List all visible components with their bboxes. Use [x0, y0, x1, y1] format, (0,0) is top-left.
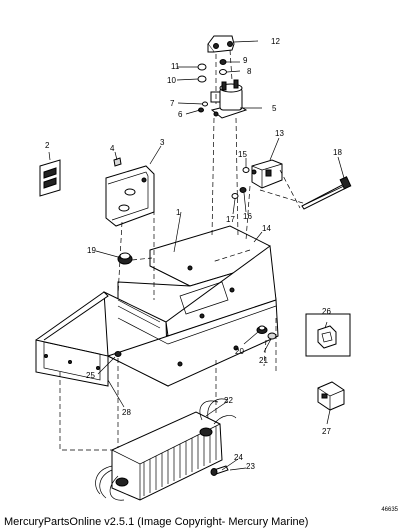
part-25-screw [114, 351, 122, 357]
callout-28: 28 [122, 408, 131, 417]
part-18-long-bolt [301, 176, 352, 210]
callout-1: 1 [176, 208, 181, 217]
part-22-regulator [95, 398, 237, 501]
callout-25: 25 [86, 371, 95, 380]
assembly-lines [59, 49, 307, 451]
callout-27: 27 [322, 427, 331, 436]
callout-26: 26 [322, 307, 331, 316]
part-27-plug [317, 381, 345, 411]
callout-19: 19 [87, 246, 96, 255]
part-2-decal [39, 159, 61, 197]
callout-22: 22 [224, 396, 233, 405]
callout-17: 17 [226, 215, 235, 224]
callout-12: 12 [271, 37, 280, 46]
callout-23: 23 [246, 462, 255, 471]
callout-13: 13 [275, 129, 284, 138]
callout-20: 20 [235, 347, 244, 356]
callout-6: 6 [178, 110, 183, 119]
callout-numbers: 1 2 3 4 5 6 7 8 9 10 11 12 13 14 15 16 1… [45, 37, 342, 471]
part-19-bushing [117, 252, 133, 265]
part-5-solenoid [210, 79, 248, 119]
callout-18: 18 [333, 148, 342, 157]
callout-21: 21 [259, 356, 268, 365]
reference-number: 46635 [381, 507, 398, 513]
callout-24: 24 [234, 453, 243, 462]
part-28-mounting-plate [35, 291, 109, 387]
part-1-tray [103, 225, 279, 387]
part-26-connector [305, 313, 351, 357]
callout-5: 5 [272, 104, 277, 113]
callout-3: 3 [160, 138, 165, 147]
footer-caption: MercuryPartsOnline v2.5.1 (Image Copyrig… [4, 516, 309, 528]
callout-9: 9 [243, 56, 248, 65]
callout-14: 14 [262, 224, 271, 233]
part-3-4-cover [105, 157, 155, 227]
callout-11: 11 [171, 62, 180, 71]
callout-15: 15 [238, 150, 247, 159]
part-12-bracket [207, 35, 235, 53]
callout-8: 8 [247, 67, 252, 76]
callout-4: 4 [110, 144, 115, 153]
leader-lines [48, 40, 345, 471]
callout-16: 16 [243, 212, 252, 221]
callout-10: 10 [167, 76, 176, 85]
part-13-relay [231, 159, 283, 199]
callout-7: 7 [170, 99, 175, 108]
callout-2: 2 [45, 141, 50, 150]
part-20-21-grommets [256, 325, 277, 340]
